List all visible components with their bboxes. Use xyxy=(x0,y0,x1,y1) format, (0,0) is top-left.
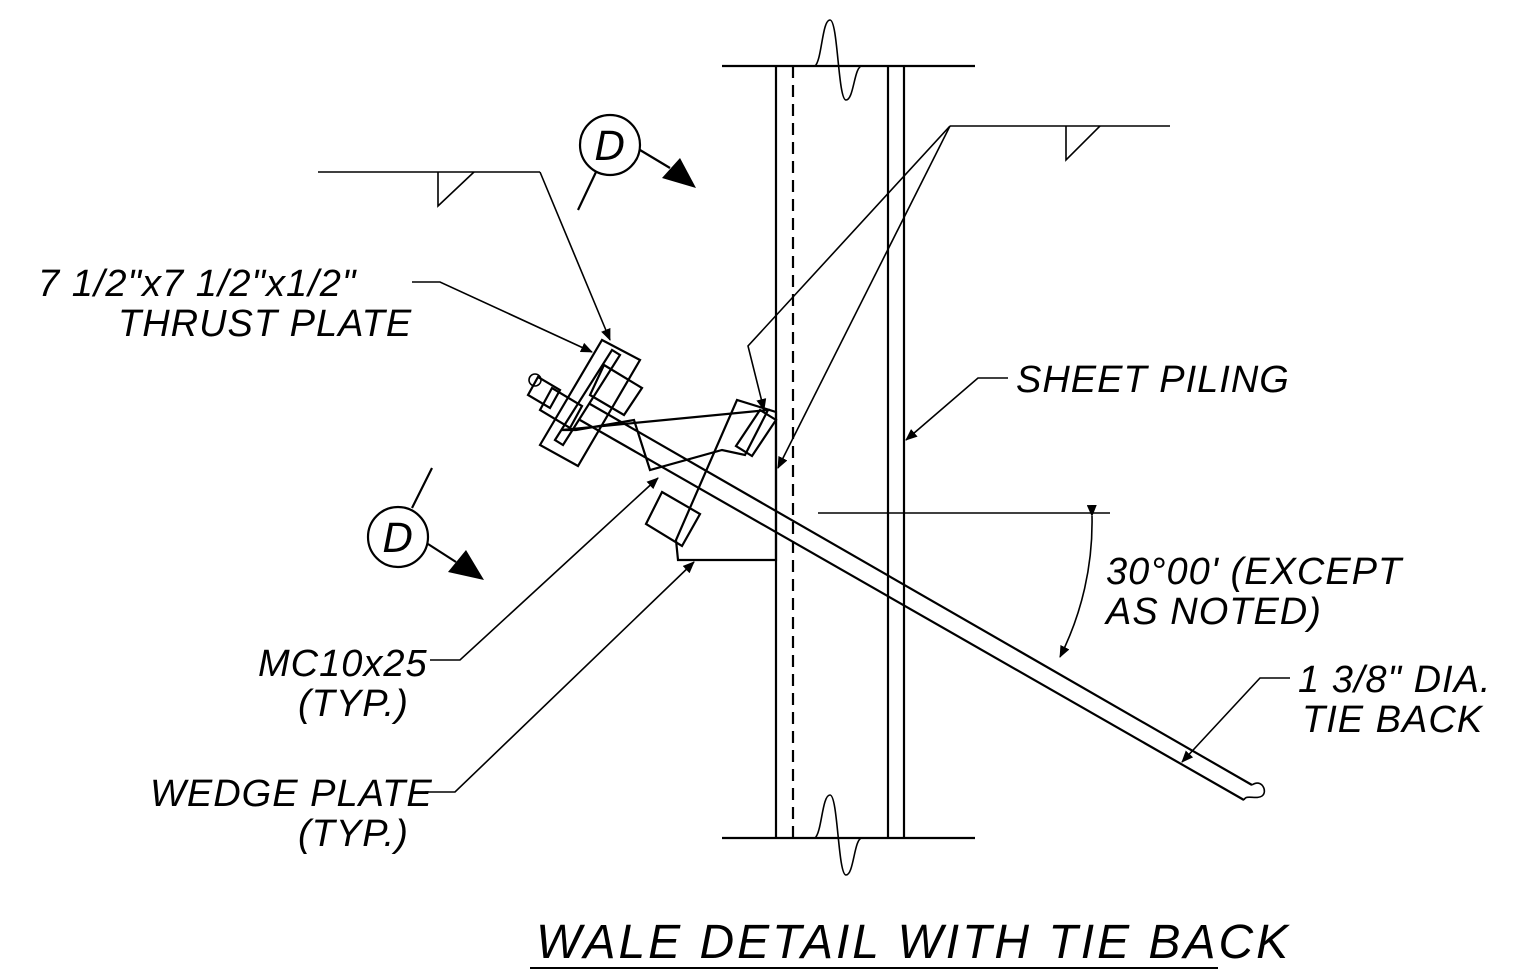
angle-label-line2: AS NOTED) xyxy=(1104,591,1322,633)
leader-wedge-plate xyxy=(425,561,695,793)
leader-weld-top xyxy=(747,125,951,469)
leader-tie-back xyxy=(1181,677,1290,763)
wedge-plate-label-line2: (TYP.) xyxy=(298,813,409,855)
sheet-piling-label: SHEET PILING xyxy=(1016,359,1290,401)
section-marker-top-label: D xyxy=(595,124,626,170)
drawing-title: WALE DETAIL WITH TIE BACK xyxy=(536,916,1291,969)
section-marker-bottom: D xyxy=(366,467,484,580)
leader-channel xyxy=(430,477,659,661)
leader-thrust-plate xyxy=(412,281,593,353)
wedge-plate-label-line1: WEDGE PLATE xyxy=(150,773,433,815)
tie-back-rod xyxy=(579,403,1266,801)
break-symbol-bottom xyxy=(814,794,863,876)
break-symbol-top xyxy=(814,19,863,101)
channel-label-line1: MC10x25 xyxy=(258,643,428,685)
angle-label-line1: 30°00' (EXCEPT xyxy=(1106,551,1404,593)
section-marker-top: D xyxy=(577,113,696,211)
wale-assembly xyxy=(526,338,778,562)
thrust-plate-label-line1: 7 1/2"x7 1/2"x1/2" xyxy=(38,263,357,305)
drawing-title-group: WALE DETAIL WITH TIE BACK xyxy=(530,916,1291,969)
leader-ground xyxy=(539,171,611,341)
thrust-plate-label-line2: THRUST PLATE xyxy=(118,303,412,345)
section-marker-bottom-label: D xyxy=(383,516,414,562)
ground-line-right xyxy=(950,125,1170,162)
tie-back-label-line2: TIE BACK xyxy=(1302,699,1484,741)
leader-sheet-piling xyxy=(905,377,1008,441)
ground-line-left xyxy=(318,171,540,208)
angle-dimension xyxy=(818,504,1110,658)
channel-label-line2: (TYP.) xyxy=(298,683,409,725)
sheet-piling xyxy=(722,64,975,840)
tie-back-label-line1: 1 3/8" DIA. xyxy=(1298,659,1491,701)
